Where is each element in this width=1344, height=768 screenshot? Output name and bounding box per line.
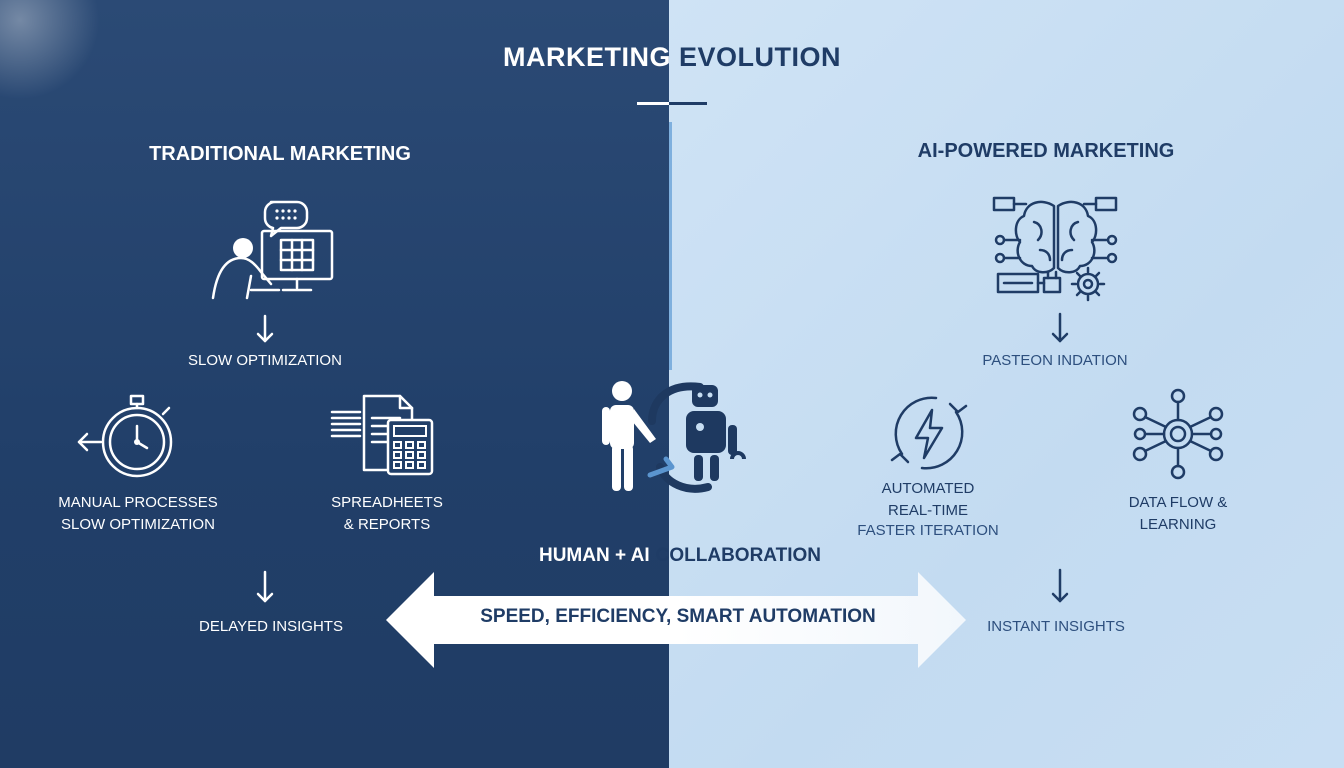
instant-insights-label: INSTANT INSIGHTS — [987, 618, 1125, 635]
title-part-marketing: MARKETING — [502, 42, 671, 72]
title-underline-left — [637, 102, 669, 105]
arrow-down-icon — [256, 314, 274, 343]
delayed-insights-label: DELAYED INSIGHTS — [199, 618, 343, 635]
arrow-down-icon — [256, 570, 274, 603]
spreadsheets-line2: & REPORTS — [343, 516, 431, 533]
arrow-down-icon — [1051, 312, 1069, 343]
arrow-down-icon — [1051, 568, 1069, 603]
dataflow-line2: LEARNING — [1139, 516, 1217, 533]
manual-line1: MANUAL PROCESSES — [58, 494, 218, 511]
automated-line2: REAL-TIME — [887, 502, 968, 519]
collab-part-collaboration: COLLABORATION — [655, 545, 822, 566]
dataflow-line1: DATA FLOW & — [1128, 494, 1228, 511]
traditional-heading: TRADITIONAL MARKETING — [149, 143, 411, 165]
center-divider — [669, 122, 672, 370]
title-underline-right — [669, 102, 707, 105]
ai-brain-circuit-icon — [992, 196, 1118, 302]
network-hub-icon — [1132, 388, 1224, 480]
spreadsheet-calculator-icon — [330, 394, 434, 476]
data-flow-label: DATA FLOW & LEARNING — [1078, 492, 1278, 536]
spreadsheets-label: SPREADHEETS & REPORTS — [287, 492, 487, 536]
manual-line2: SLOW OPTIMIZATION — [61, 516, 215, 533]
double-arrow-icon — [386, 572, 966, 668]
collab-part-human-ai: HUMAN + AI — [538, 545, 650, 566]
manual-processes-label: MANUAL PROCESSES SLOW OPTIMIZATION — [38, 492, 238, 536]
automated-label: AUTOMATED REAL-TIME — [828, 478, 1028, 522]
human-robot-icon — [602, 381, 746, 493]
lightning-cycle-icon — [890, 396, 968, 470]
stopwatch-icon — [77, 394, 173, 478]
ai-step-label: PASTEON INDATION — [982, 352, 1128, 369]
person-computer-icon — [211, 200, 334, 300]
traditional-step-label: SLOW OPTIMIZATION — [188, 352, 342, 369]
band-text: SPEED, EFFICIENCY, SMART AUTOMATION — [480, 606, 876, 627]
faster-iteration-label: FASTER ITERATION — [857, 522, 999, 539]
chat-bubble-icon — [263, 200, 309, 238]
ai-heading: AI-POWERED MARKETING — [917, 140, 1175, 162]
spreadsheets-line1: SPREADHEETS — [331, 494, 443, 511]
automated-line1: AUTOMATED — [881, 480, 975, 497]
title-part-evolution: EVOLUTION — [678, 42, 841, 72]
